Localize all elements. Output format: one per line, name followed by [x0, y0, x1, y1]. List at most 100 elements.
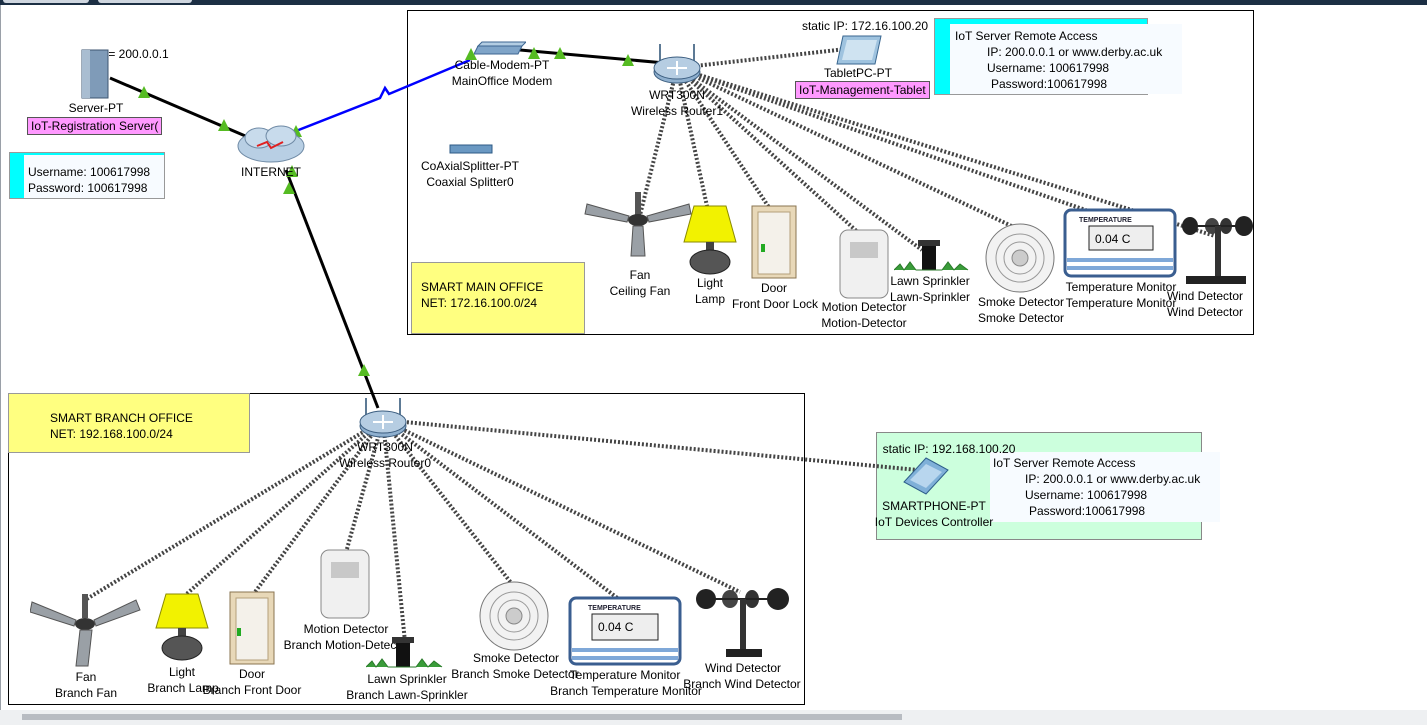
branch-motion-detector-icon[interactable]	[319, 548, 371, 620]
wireless-link-main	[675, 67, 712, 221]
branch-sprinkler-l1: Lawn Sprinkler	[367, 672, 447, 686]
branch-remote-user: Username: 100617998	[1025, 488, 1148, 502]
horizontal-scrollbar[interactable]	[0, 710, 1427, 725]
link-status-indicators	[138, 47, 634, 376]
wireless-link-branch	[382, 418, 919, 472]
branch-lamp-l2: Branch Lamp	[147, 681, 219, 695]
temp-screen-header: TEMPERATURE	[1079, 217, 1132, 224]
smartphone-static-ip: static IP: 192.168.100.20	[882, 442, 1016, 456]
wireless-link-branch	[381, 418, 622, 602]
wireless-link-main	[676, 46, 856, 70]
branch-temp-reading: 0.04 C	[598, 620, 634, 634]
link-status-up	[358, 364, 370, 376]
router1-name-label: Wireless Router1	[630, 104, 724, 118]
branch-fan-l2: Branch Fan	[54, 686, 118, 700]
main-remote-pass: Password:100617998	[991, 77, 1108, 91]
branch-temp-l2: Branch Temperature Monitor	[550, 684, 702, 698]
server-credentials-inner	[24, 155, 164, 198]
main-smoke-l1: Smoke Detector	[977, 295, 1065, 309]
coaxial-splitter-icon[interactable]	[448, 142, 494, 156]
main-remote-ip: IP: 200.0.0.1 or www.derby.ac.uk	[987, 45, 1163, 59]
wireless-link-main	[676, 66, 1216, 238]
server-username: Username: 100617998	[28, 165, 151, 179]
main-motion-l1: Motion Detector	[821, 300, 907, 314]
link-status-up	[622, 54, 634, 66]
branch-door-icon[interactable]	[228, 590, 276, 666]
branch-fan-l1: Fan	[75, 670, 97, 684]
wireless-link-branch	[381, 419, 407, 643]
link-status-up	[286, 165, 298, 177]
canvas-left-edge	[0, 5, 1, 725]
main-remote-title: IoT Server Remote Access	[955, 29, 1098, 43]
branch-wind-detector-icon[interactable]	[696, 587, 790, 661]
branch-temp-l1: Temperature Monitor	[569, 668, 681, 682]
toolbar-tab-right[interactable]	[98, 0, 192, 3]
internet-label: INTERNET	[241, 165, 301, 179]
smartphone-name-label: IoT Devices Controller	[874, 515, 994, 529]
main-office-net: NET: 172.16.100.0/24	[421, 296, 538, 310]
internet-cloud-icon[interactable]	[235, 122, 307, 166]
main-temp-l2: Temperature Monitor	[1065, 296, 1177, 310]
main-sprinkler-l1: Lawn Sprinkler	[890, 274, 970, 288]
server-type-label: Server-PT	[68, 101, 124, 115]
modem-type-label: Cable-Modem-PT	[454, 58, 550, 72]
smoke-detector-icon[interactable]	[984, 222, 1056, 294]
wind-detector-icon[interactable]	[1182, 212, 1254, 286]
branch-office-note[interactable]	[8, 393, 250, 453]
main-office-note[interactable]	[411, 262, 585, 334]
wireless-router1-icon[interactable]	[652, 42, 702, 86]
branch-office-net: NET: 192.168.100.0/24	[50, 427, 173, 441]
ceiling-fan-icon[interactable]	[583, 190, 695, 260]
wireless-router0-icon[interactable]	[358, 396, 408, 440]
wireless-link-main	[675, 66, 924, 252]
wireless-link-main	[675, 66, 864, 238]
branch-ceiling-fan-icon[interactable]	[30, 592, 142, 668]
main-fan-l1: Fan	[629, 268, 651, 282]
server-icon[interactable]	[78, 48, 112, 100]
branch-lawn-sprinkler-icon[interactable]	[366, 637, 444, 671]
scrollbar-thumb[interactable]	[22, 714, 902, 720]
branch-office-area	[8, 393, 805, 705]
smartphone-icon[interactable]	[902, 456, 950, 496]
lamp-icon[interactable]	[680, 202, 740, 278]
main-office-title: SMART MAIN OFFICE	[421, 280, 544, 294]
wireless-link-main	[675, 66, 776, 217]
lawn-sprinkler-icon[interactable]	[894, 240, 972, 274]
cable-modem-icon[interactable]	[474, 40, 526, 58]
wireless-link-branch	[250, 418, 385, 598]
server-name-label: IoT-Registration Server(	[27, 117, 163, 135]
splitter-name-label: Coaxial Splitter0	[426, 175, 514, 189]
branch-door-l1: Door	[238, 667, 265, 681]
link-status-up	[554, 47, 566, 59]
main-door-l1: Door	[760, 281, 787, 295]
door-icon[interactable]	[750, 204, 798, 280]
link-internet-modem[interactable]	[295, 58, 471, 133]
link-status-up	[283, 182, 295, 194]
toolbar-tab-left[interactable]	[3, 0, 89, 3]
branch-lamp-icon[interactable]	[152, 592, 212, 666]
main-door-l2: Front Door Lock	[731, 297, 819, 311]
main-lamp-l1: Light	[696, 276, 724, 290]
motion-detector-icon[interactable]	[838, 228, 890, 300]
main-motion-l2: Motion-Detector	[821, 316, 907, 330]
branch-smoke-l1: Smoke Detector	[472, 651, 560, 665]
branch-lamp-l1: Light	[168, 665, 196, 679]
window-top-bar	[0, 0, 1427, 5]
modem-name-label: MainOffice Modem	[451, 74, 553, 88]
tablet-icon[interactable]	[833, 34, 883, 66]
main-remote-note-inner	[950, 24, 1182, 94]
temperature-monitor-icon[interactable]: TEMPERATURE 0.04 C	[1063, 208, 1177, 278]
link-status-up	[465, 48, 477, 60]
branch-remote-pass: Password:100617998	[1029, 504, 1146, 518]
branch-temperature-monitor-icon[interactable]: TEMPERATURE 0.04 C	[568, 596, 682, 666]
main-smoke-l2: Smoke Detector	[977, 311, 1065, 325]
main-wind-l2: Wind Detector	[1166, 305, 1244, 319]
link-modem-router1[interactable]	[519, 48, 666, 65]
wireless-link-branch	[381, 418, 514, 586]
link-status-up	[138, 86, 150, 98]
branch-door-l2: Branch Front Door	[202, 683, 302, 697]
smartphone-type-label: SMARTPHONE-PT	[882, 499, 986, 513]
main-office-area	[407, 10, 1254, 335]
branch-smoke-detector-icon[interactable]	[478, 580, 550, 652]
main-fan-l2: Ceiling Fan	[609, 284, 671, 298]
